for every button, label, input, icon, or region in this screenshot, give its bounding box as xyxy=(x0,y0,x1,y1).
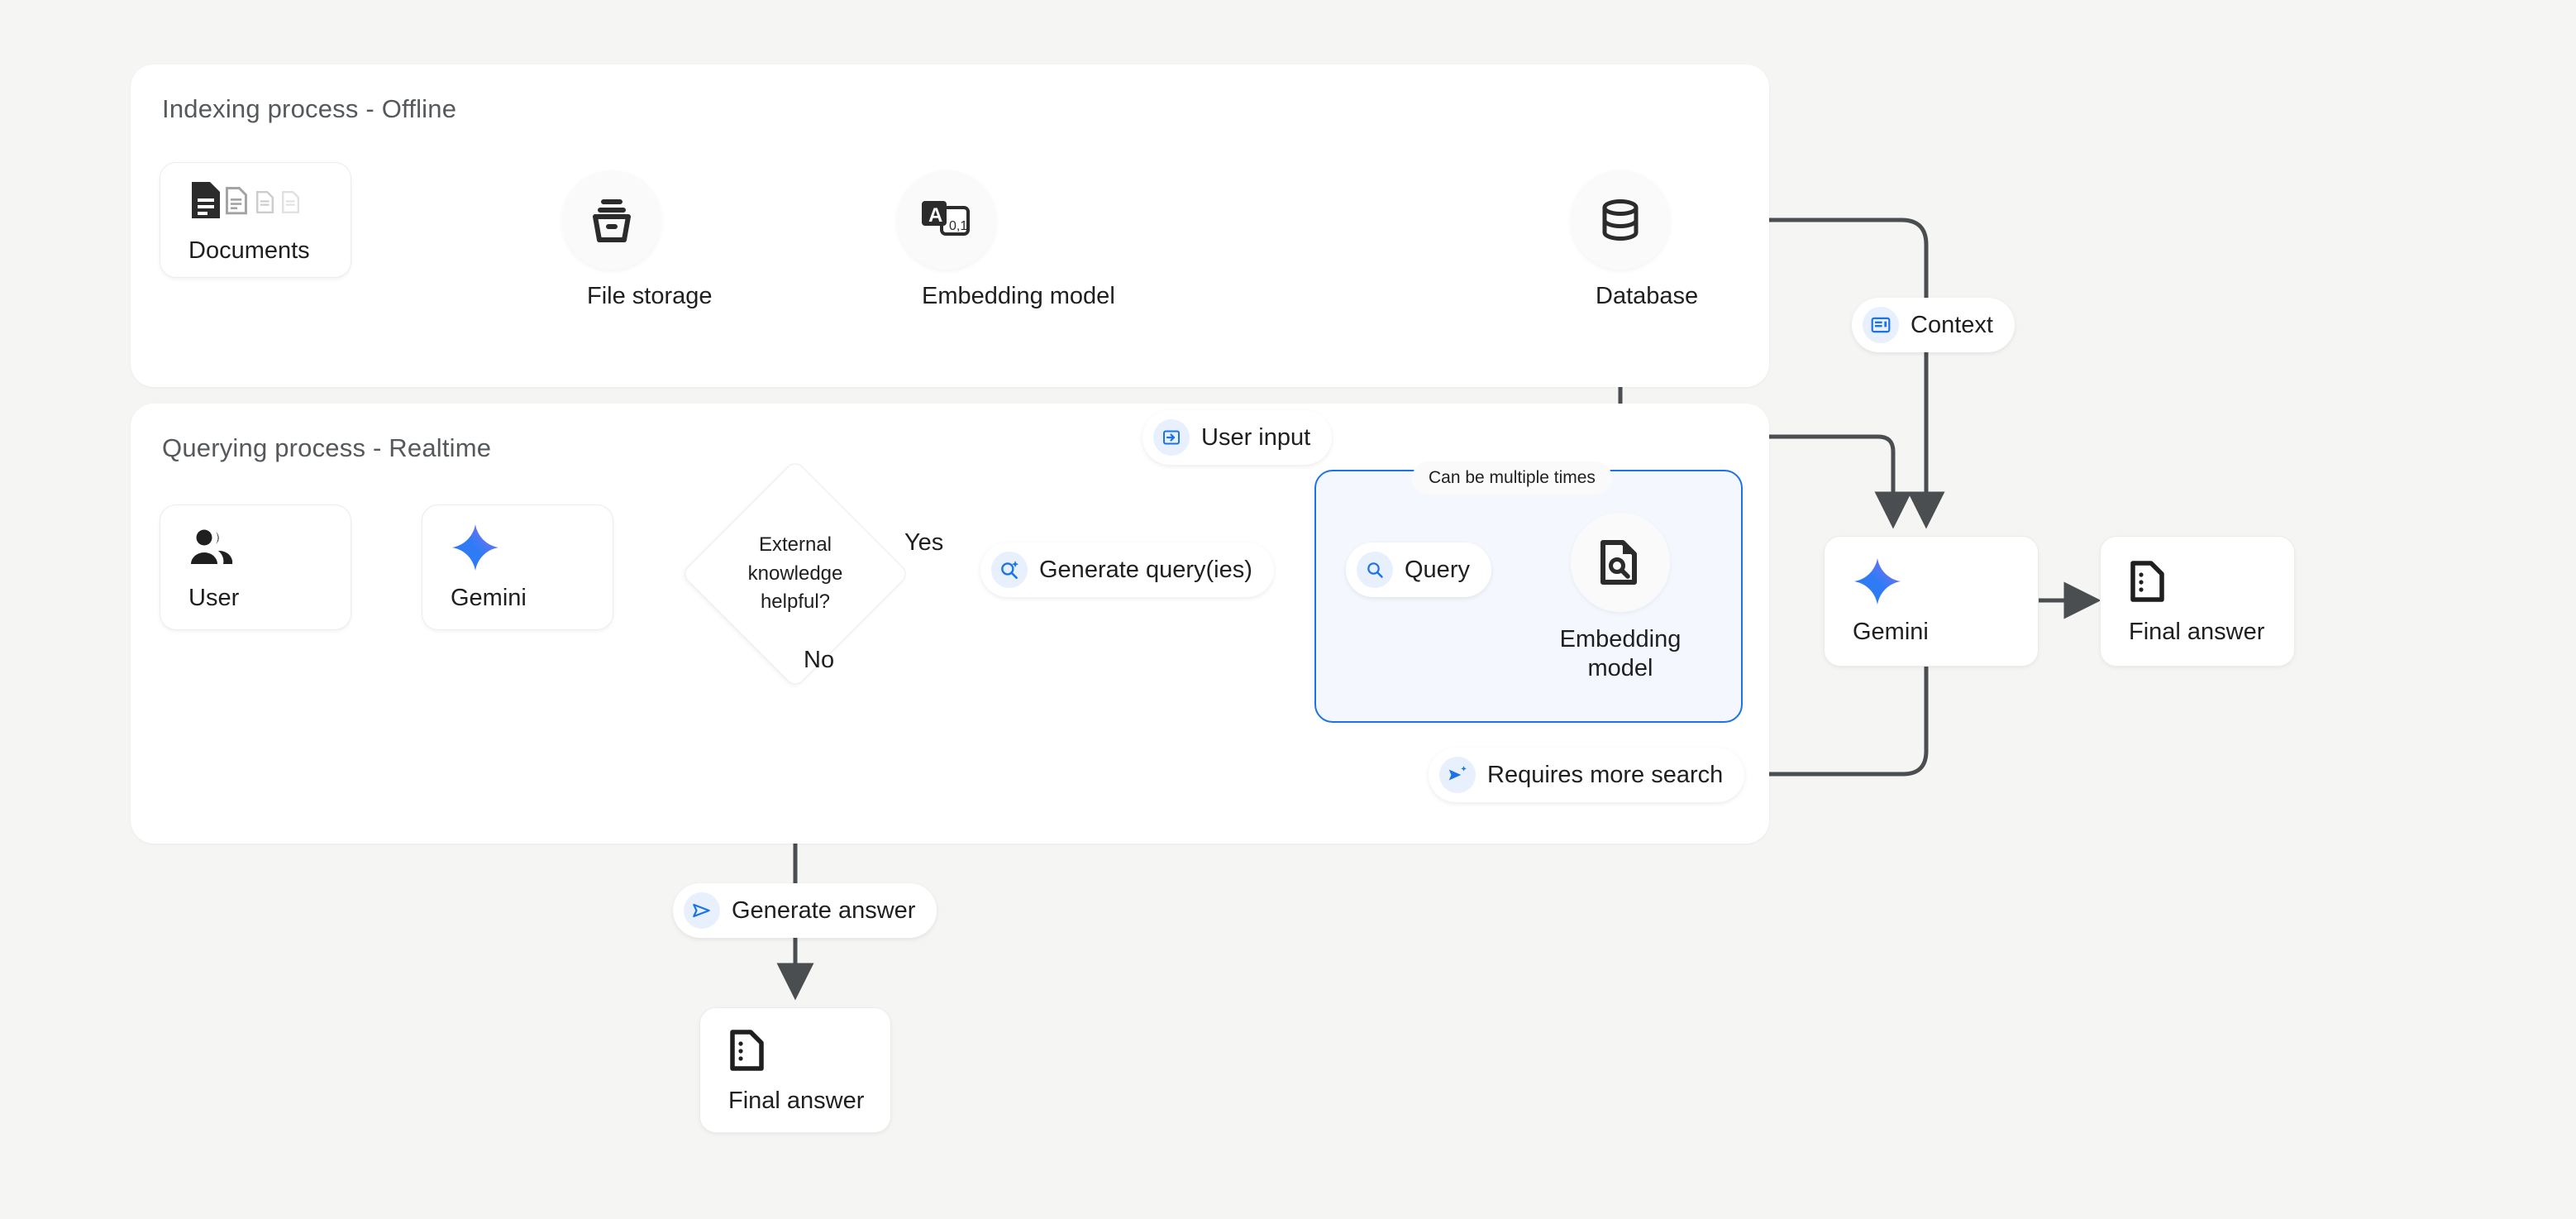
decision-line-2: knowledge xyxy=(747,562,843,585)
gemini-spark-icon xyxy=(451,523,613,571)
pill-generate-queries-label: Generate query(ies) xyxy=(1039,556,1252,583)
archive-icon xyxy=(562,170,661,270)
pill-query-label: Query xyxy=(1405,556,1470,583)
panel-querying-title: Querying process - Realtime xyxy=(162,433,492,462)
node-embedding-model-loop-label: Embedding model xyxy=(1534,625,1707,684)
loop-label-line2: model xyxy=(1587,655,1653,682)
node-database[interactable]: Database xyxy=(1571,170,1699,310)
pill-context[interactable]: Context xyxy=(1852,298,2015,352)
annotation-can-be-multiple-times: Can be multiple times xyxy=(1412,461,1612,495)
pill-context-label: Context xyxy=(1911,311,1993,338)
loop-label-line1: Embedding xyxy=(1559,626,1682,653)
people-icon xyxy=(188,523,351,571)
edge-label-yes: Yes xyxy=(904,529,944,556)
node-gemini-left-label: Gemini xyxy=(451,584,527,611)
node-gemini-left[interactable]: Gemini xyxy=(422,504,613,630)
node-user-label: User xyxy=(188,584,240,611)
search-icon xyxy=(1357,552,1393,588)
document-bullets-icon xyxy=(2129,557,2294,605)
documents-icon xyxy=(188,176,351,224)
node-documents-label: Documents xyxy=(188,237,310,264)
svg-text:A: A xyxy=(928,204,942,227)
node-gemini-right[interactable]: Gemini xyxy=(1824,536,2039,667)
node-final-answer-bottom-label: Final answer xyxy=(728,1087,865,1114)
node-final-answer-bottom[interactable]: Final answer xyxy=(699,1007,891,1133)
decision-text: External knowledge helpful? xyxy=(714,493,876,655)
gemini-spark-icon xyxy=(1853,557,2038,605)
pill-generate-answer[interactable]: Generate answer xyxy=(673,883,937,938)
node-file-storage-label: File storage xyxy=(587,283,713,309)
send-spark-icon xyxy=(1439,757,1476,793)
pill-generate-answer-label: Generate answer xyxy=(732,896,916,924)
document-bullets-icon xyxy=(728,1026,890,1074)
node-user[interactable]: User xyxy=(160,504,351,630)
wire-database-context-to-gemini xyxy=(1740,218,1945,529)
pill-user-input-label: User input xyxy=(1201,423,1311,451)
pill-requires-more-search[interactable]: Requires more search xyxy=(1429,748,1745,802)
node-documents[interactable]: Documents xyxy=(160,162,351,278)
svg-text:0,1: 0,1 xyxy=(949,219,967,233)
decision-line-1: External xyxy=(758,533,832,556)
database-icon xyxy=(1571,170,1670,270)
panel-indexing-title: Indexing process - Offline xyxy=(162,94,457,123)
pill-user-input[interactable]: User input xyxy=(1143,410,1333,465)
pill-generate-queries[interactable]: Generate query(ies) xyxy=(980,543,1274,597)
decision-external-knowledge[interactable]: External knowledge helpful? xyxy=(680,459,910,689)
translate-icon: 0,1 A xyxy=(897,170,996,270)
decision-line-3: helpful? xyxy=(760,590,831,614)
node-database-label: Database xyxy=(1596,283,1699,309)
node-final-answer-right[interactable]: Final answer xyxy=(2100,536,2295,667)
node-file-storage[interactable]: File storage xyxy=(562,170,713,310)
document-search-icon xyxy=(1571,513,1670,612)
node-embedding-model[interactable]: 0,1 A Embedding model xyxy=(897,170,1115,310)
node-final-answer-right-label: Final answer xyxy=(2129,618,2265,645)
login-input-icon xyxy=(1153,419,1190,456)
node-gemini-right-label: Gemini xyxy=(1853,618,1929,645)
node-embedding-model-loop[interactable]: Embedding model xyxy=(1560,513,1681,684)
edge-label-no: No xyxy=(804,647,835,673)
node-embedding-model-label: Embedding model xyxy=(922,283,1115,310)
pill-requires-more-search-label: Requires more search xyxy=(1487,761,1724,788)
pill-query[interactable]: Query xyxy=(1346,543,1491,597)
send-outline-icon xyxy=(684,892,720,929)
context-panel-icon xyxy=(1863,307,1899,343)
search-spark-icon xyxy=(991,552,1028,588)
